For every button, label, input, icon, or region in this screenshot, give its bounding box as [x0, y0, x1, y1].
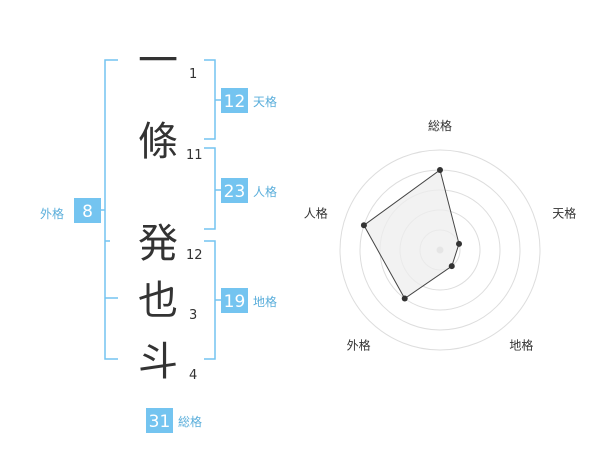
stroke-count-3: 12 [186, 248, 203, 263]
jinkaku-value: 23 [224, 182, 246, 202]
gaikaku-badge-box [74, 198, 101, 223]
soukaku-badge-box [146, 408, 173, 433]
name-column: 一 條 発 也 斗 1 11 12 3 4 [138, 38, 203, 385]
stroke-count-1: 1 [189, 67, 197, 82]
soukaku-label: 総格 [178, 414, 202, 429]
radar-axis-label-2: 天格 [552, 206, 576, 221]
jinkaku-badge: 23 人格 [221, 178, 277, 203]
chikaku-label: 地格 [253, 294, 277, 309]
inner-bracket-ticks [105, 240, 118, 299]
jinkaku-badge-box [221, 178, 248, 203]
radar-point-2 [456, 240, 463, 247]
tenkaku-badge-box [221, 88, 248, 113]
radar-grid-ring-5 [339, 149, 541, 351]
jinkaku-bracket [204, 147, 221, 230]
tenkaku-label: 天格 [253, 94, 277, 109]
tenkaku-badge: 12 天格 [221, 88, 277, 113]
gaikaku-label: 外格 [40, 206, 64, 221]
radar-axis-label-4: 外格 [347, 338, 371, 353]
radar-point-3 [448, 263, 455, 270]
gaikaku-badge: 外格 8 [40, 198, 101, 223]
name-char-1: 一 [138, 38, 178, 84]
radar-point-4 [401, 295, 408, 302]
tenkaku-bracket [204, 59, 221, 140]
radar-axis-label-1: 総格 [428, 118, 452, 133]
chikaku-badge: 19 地格 [221, 288, 277, 313]
jinkaku-label: 人格 [253, 184, 277, 199]
soukaku-badge: 31 総格 [146, 408, 202, 433]
radar-data-polygon [363, 169, 460, 300]
radar-point-1 [437, 167, 443, 173]
chikaku-value: 19 [224, 292, 246, 312]
soukaku-value: 31 [149, 412, 171, 432]
gaikaku-value: 8 [82, 202, 93, 222]
chikaku-badge-box [221, 288, 248, 313]
name-char-4: 也 [138, 278, 178, 324]
name-char-2: 條 [138, 119, 178, 165]
chikaku-bracket [204, 240, 221, 360]
stroke-count-2: 11 [186, 148, 203, 163]
tenkaku-value: 12 [224, 92, 246, 112]
name-char-3: 発 [138, 221, 178, 267]
stroke-count-5: 4 [189, 368, 197, 383]
radar-point-5 [360, 222, 367, 229]
radar-axis-label-3: 地格 [509, 338, 533, 353]
radar-axis-label-5: 人格 [304, 206, 328, 221]
name-char-5: 斗 [138, 339, 178, 385]
stroke-count-4: 3 [189, 308, 197, 323]
